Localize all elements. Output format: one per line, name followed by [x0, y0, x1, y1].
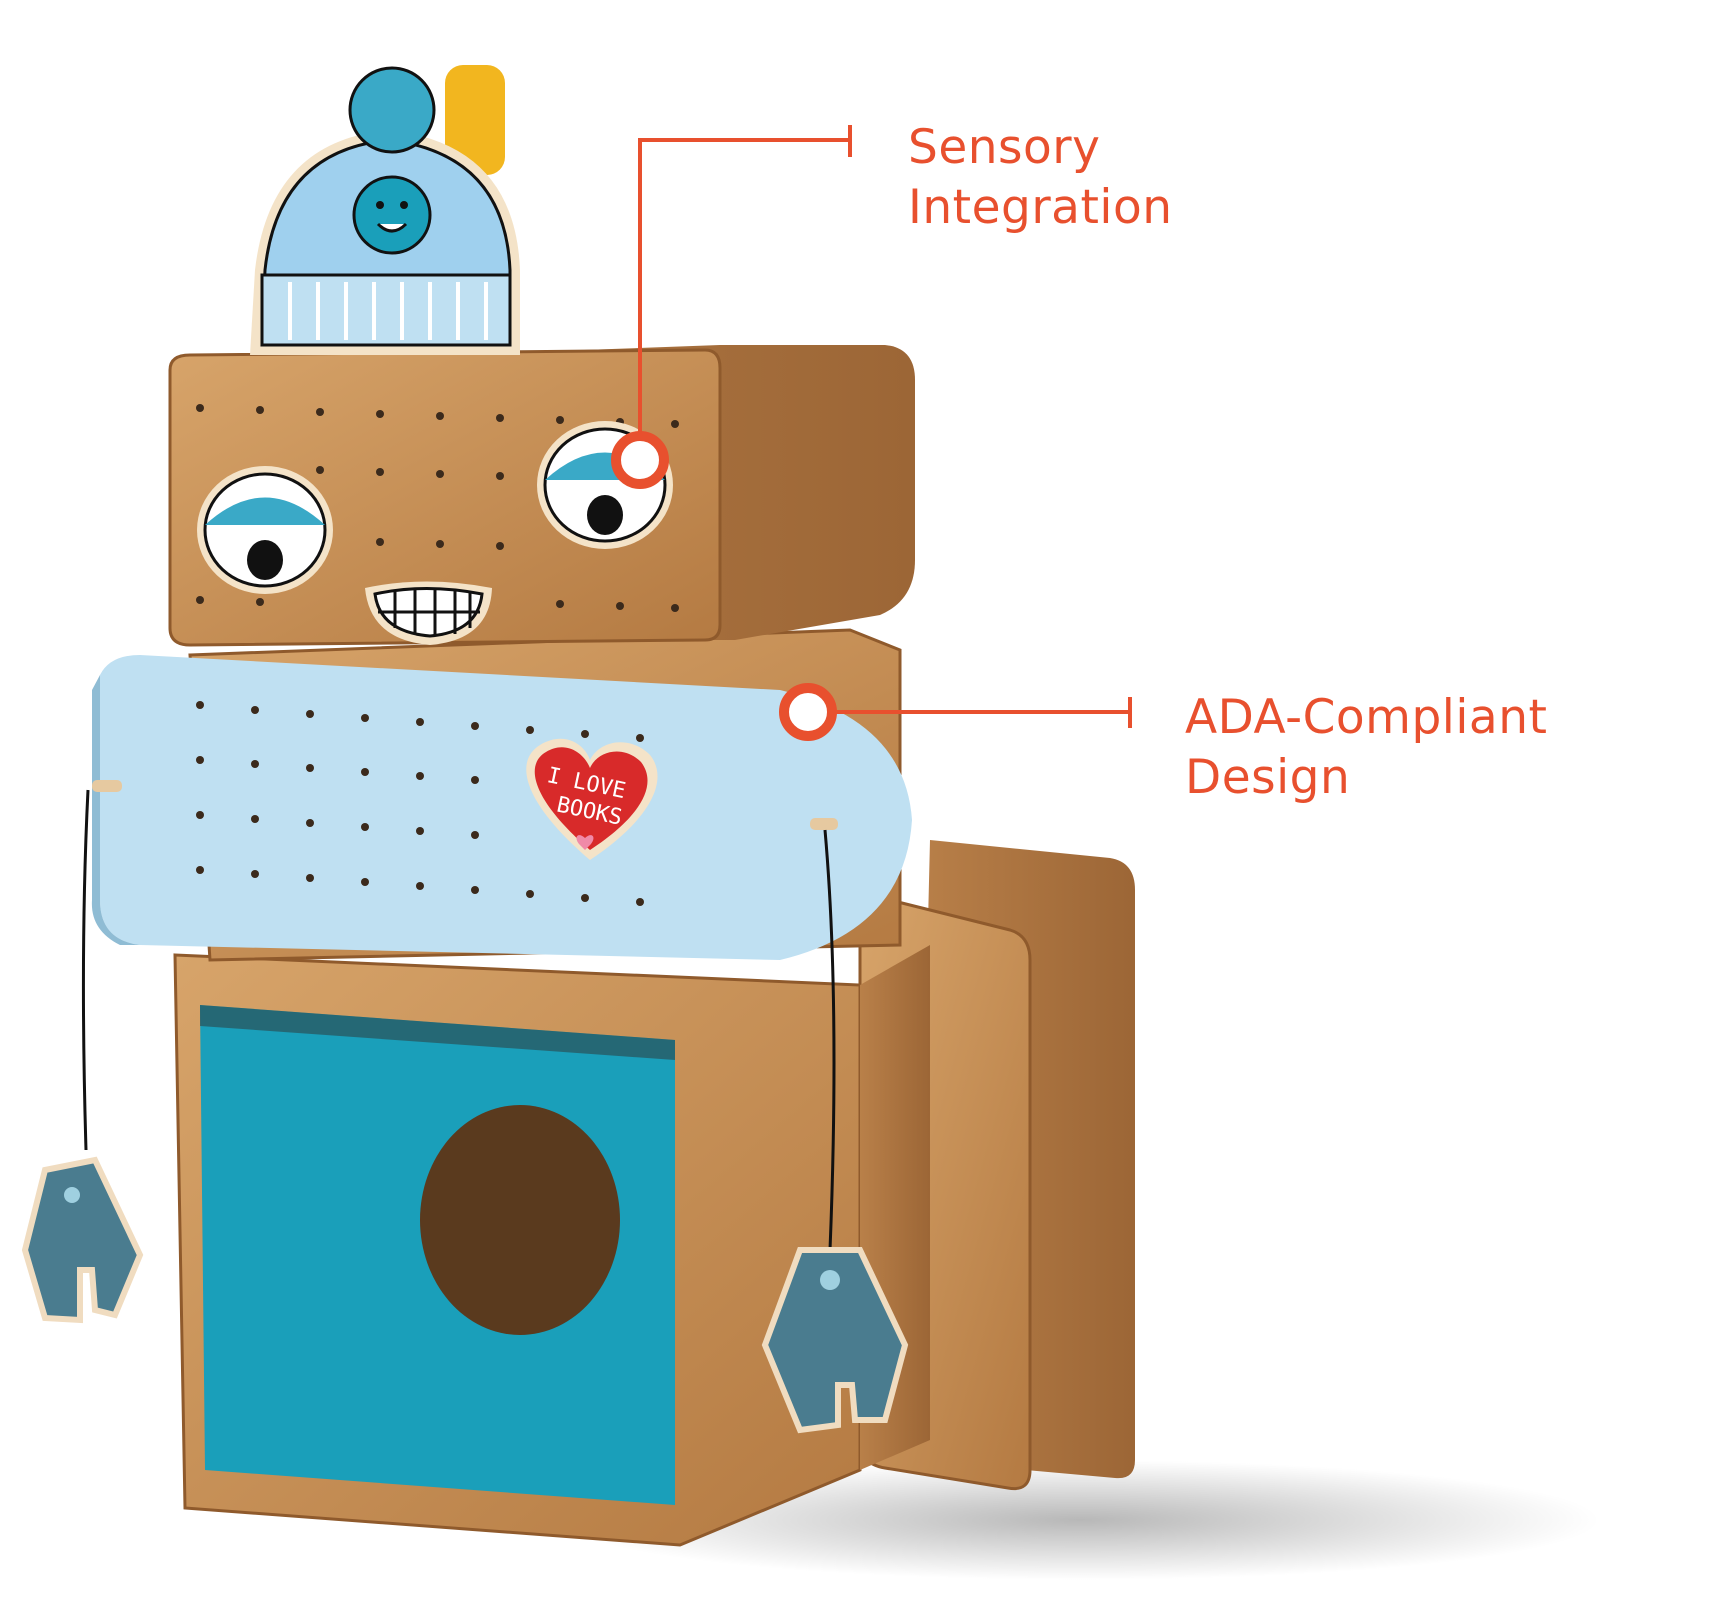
middle-blue-panel: I LOVE BOOKS [91, 628, 912, 962]
head-box [168, 345, 915, 647]
sensory-integration-label: Sensory Integration [908, 118, 1172, 238]
ada-compliant-design-label: ADA-Compliant Design [1185, 688, 1547, 808]
ada-label-line2: Design [1185, 750, 1351, 805]
right-claw-toy[interactable] [761, 829, 909, 1434]
left-peg [92, 780, 122, 792]
left-claw-toy[interactable] [21, 789, 144, 1324]
callout-ada-compliant-line [779, 683, 1132, 741]
pompom [348, 66, 436, 154]
left-eye [197, 466, 333, 594]
yellow-handle [445, 65, 505, 175]
sensory-label-line2: Integration [908, 180, 1173, 235]
callout-sensory-integration-line [611, 125, 852, 489]
mouth-teeth [365, 581, 492, 645]
beanie-hat-cutout [250, 66, 520, 355]
bottom-cabinet [173, 945, 930, 1547]
pegboard-holes [196, 701, 644, 906]
ada-label-line1: ADA-Compliant [1185, 690, 1548, 745]
right-peg [810, 818, 838, 830]
sensory-label-line1: Sensory [908, 120, 1101, 175]
drawer-hole [420, 1105, 620, 1335]
floor-shadow [560, 1460, 1600, 1580]
i-love-books-heart-badge: I LOVE BOOKS [526, 738, 658, 860]
